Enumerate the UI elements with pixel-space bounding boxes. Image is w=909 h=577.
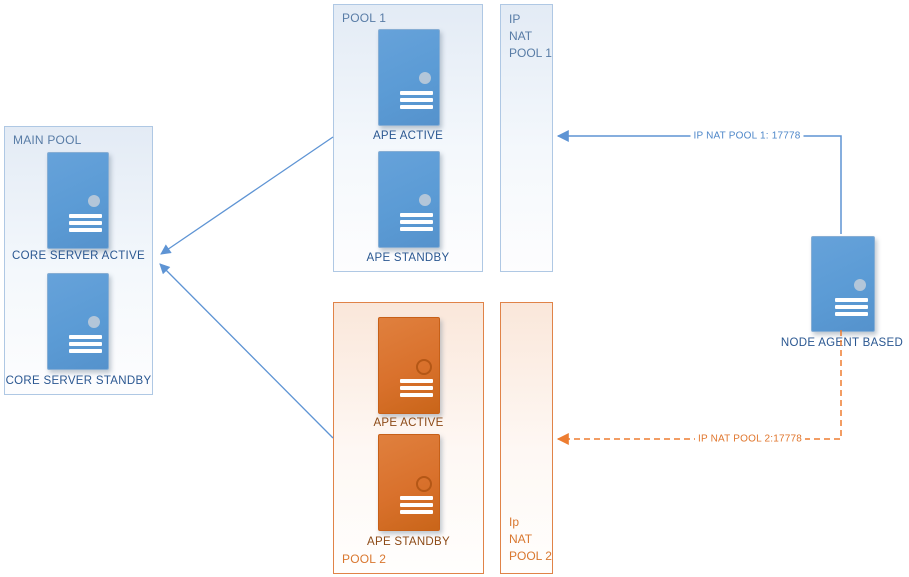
connector-node-to-nat1 — [556, 130, 842, 234]
pool2-ape-standby-label: APE STANDBY — [367, 536, 450, 548]
server-vents — [400, 379, 433, 400]
server-vents — [400, 91, 433, 112]
server-icon — [47, 273, 109, 370]
pool1-title: POOL 1 — [342, 11, 387, 25]
ip-nat-pool1-label: IP NAT POOL 1 — [509, 12, 552, 60]
server-vents — [69, 214, 102, 235]
ip-nat-pool2-box: Ip NAT POOL 2 — [500, 302, 553, 574]
ip-nat-pool1-box: IP NAT POOL 1 — [500, 4, 553, 272]
server-dot — [854, 279, 866, 291]
node-agent-label: NODE AGENT BASED — [780, 337, 904, 349]
server-dot — [416, 476, 432, 492]
pool2-ape-active-label: APE ACTIVE — [373, 417, 444, 429]
server-icon — [47, 152, 109, 249]
core-server-active-label: CORE SERVER ACTIVE — [11, 250, 145, 262]
server-dot — [416, 359, 432, 375]
server-icon — [811, 236, 875, 332]
server-dot — [88, 316, 100, 328]
server-icon — [378, 29, 440, 126]
nat1-connector-label: IP NAT POOL 1: 17778 — [690, 130, 804, 142]
server-vents — [400, 213, 433, 234]
server-icon — [378, 434, 440, 531]
server-vents — [400, 496, 433, 517]
pool1-ape-standby-label: APE STANDBY — [366, 252, 450, 264]
pool2-title: POOL 2 — [342, 552, 387, 566]
server-dot — [419, 72, 431, 84]
server-vents — [835, 298, 868, 319]
main-pool-title: MAIN POOL — [13, 133, 82, 147]
core-server-standby-label: CORE SERVER STANDBY — [5, 375, 152, 387]
server-dot — [419, 194, 431, 206]
server-icon — [378, 151, 440, 248]
pool1-ape-active-label: APE ACTIVE — [372, 130, 444, 142]
server-icon — [378, 317, 440, 414]
ip-nat-pool2-label: Ip NAT POOL 2 — [509, 515, 552, 563]
connector-pool1-to-main — [160, 136, 334, 255]
nat2-connector-label: IP NAT POOL 2:17778 — [694, 433, 806, 445]
server-vents — [69, 335, 102, 356]
connector-pool2-to-main — [159, 263, 334, 439]
server-dot — [88, 195, 100, 207]
